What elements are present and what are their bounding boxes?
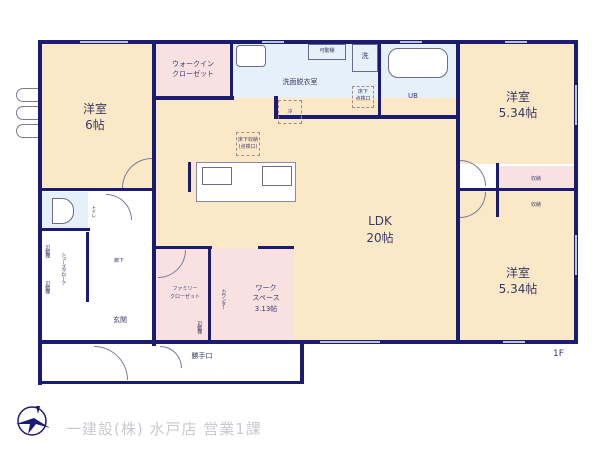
wall [496,163,499,217]
wall [86,232,89,302]
label-workspace-2: スペース [252,294,280,302]
label-hatch-wash-2: 点検口 [355,96,371,102]
label-floor-storage-2: (点検口) [238,144,258,150]
wall [154,246,212,249]
room-shoe-closet [40,232,88,302]
floor-hatch-wash [352,86,374,108]
wall [274,96,278,118]
label-western-ne-size: 5.34帖 [498,106,538,120]
label-bath: UB [408,92,418,100]
label-wic-2: クローゼット [172,70,214,78]
label-western-6-size: 6帖 [85,118,105,132]
label-western-se-size: 5.34帖 [498,282,538,296]
label-washer: 洗 [361,52,369,60]
window [575,85,577,125]
label-service-entrance: 勝手口 [191,352,213,360]
label-family-closet-2: クローゼット [169,294,200,300]
label-western-se-name: 洋室 [505,266,530,280]
label-storage-2: 収納 [530,202,541,208]
door-arc [16,106,38,120]
wall [38,40,578,44]
wall [230,40,233,98]
wall [38,381,303,384]
wall [378,40,381,118]
window [400,41,422,43]
label-western-6-name: 洋室 [82,102,107,116]
window [575,235,577,275]
label-storage-1: 収納 [530,176,541,182]
wall [456,40,460,344]
label-fridge: 冷 [287,109,293,115]
fridge-space [278,100,302,124]
label-workspace-1: ワーク [255,284,277,292]
window [505,41,527,43]
movable-shelf-box [308,44,346,60]
company-name: 一建設(株) 水戸店 営業1課 [66,420,262,438]
label-counter: カウンター [220,289,227,309]
label-workspace-size: 3.13帖 [254,305,278,313]
room-entrance [40,302,154,342]
room-western-ne [458,42,576,164]
sink-icon [262,166,292,186]
wall [152,96,234,100]
wall [38,188,156,191]
room-storage-1 [498,166,576,190]
window [320,341,380,343]
washer-space [352,44,378,72]
kitchen-wall [188,162,191,192]
wall [258,246,294,249]
label-shoe-closet: シューズクローク [60,252,67,284]
door-arc [16,88,38,102]
wall [208,246,211,344]
room-walk-in-closet [154,42,232,98]
washbasin-icon [236,45,266,67]
door-arc [16,124,38,138]
label-wic-1: ウォークイン [172,60,214,68]
floor-storage-hatch [236,132,260,156]
label-hallway: 廊下 [113,258,124,264]
room-counter [212,248,238,342]
wall [38,228,90,231]
wall [38,340,578,344]
label-toilet: トイレ [90,205,97,217]
label-family-closet-1: ファミリー [172,286,198,292]
wall [274,115,460,119]
window [262,41,284,43]
label-washroom: 洗面脱衣室 [282,78,318,86]
window [503,341,525,343]
toilet-icon [52,198,74,224]
label-movable-shelf-top: 可動棚 [319,48,335,54]
room-workspace [238,248,294,342]
floor-label: 1F [553,349,564,359]
room-western-se [458,190,576,342]
label-movable-shelf-b: 可動棚 [44,281,51,293]
label-floor-storage-1: 床下収納 [237,137,258,143]
wall [574,40,578,344]
wall [458,188,578,191]
wall [300,340,304,384]
wall [38,40,42,385]
label-western-ne-name: 洋室 [505,90,530,104]
label-ldk-size: 20帖 [366,231,394,245]
company-logo-icon [16,406,50,436]
label-entrance: 玄関 [113,316,127,324]
stove-icon [202,167,232,185]
label-movable-shelf-c: 可動棚 [196,321,203,333]
label-hatch-wash-1: 床下 [357,89,368,95]
label-movable-shelf-a: 可動棚 [44,245,51,257]
wall [152,40,156,346]
bathtub-icon [388,48,448,78]
label-ldk-name: LDK [368,214,392,228]
window [80,41,128,43]
